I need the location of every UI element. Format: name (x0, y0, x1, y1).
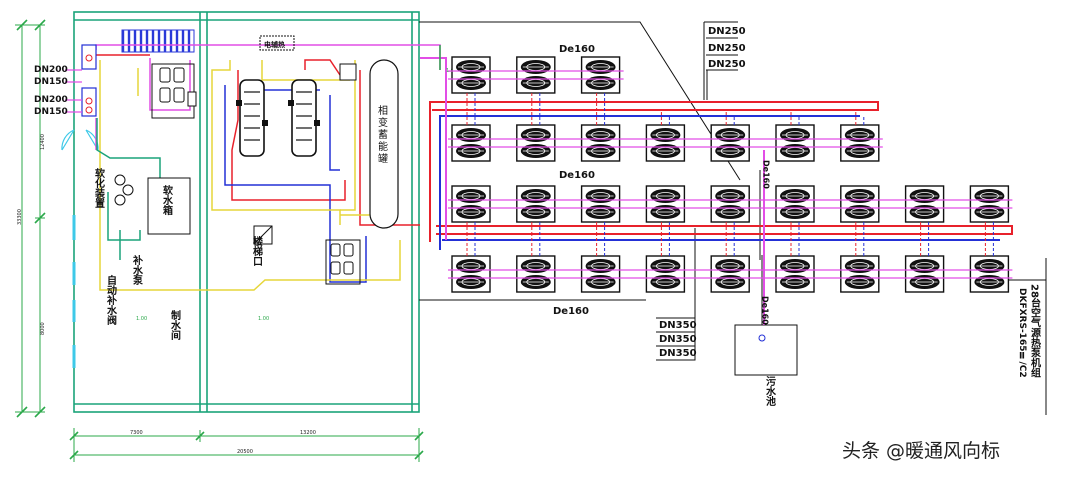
building-walls (73, 11, 420, 413)
pipe-label: DN350 (659, 348, 697, 359)
heat-pump-unit (840, 185, 880, 223)
heat-pump-unit (775, 255, 815, 293)
electric-heater-label: 电辅热 (264, 40, 285, 49)
pipe-label: DN350 (659, 334, 697, 345)
hatched-panel (121, 29, 195, 53)
heat-pump-unit (840, 255, 880, 293)
dim-text: 33300 (17, 209, 23, 225)
heat-pump-unit (645, 255, 686, 293)
heat-pump-unit (904, 255, 945, 293)
dimension-ticks (16, 19, 424, 460)
dn-label: DN200 (34, 65, 68, 75)
heat-pump-unit (580, 185, 621, 223)
pipe-label: De160 (762, 160, 771, 189)
softening-device-label: 软化装置 (93, 167, 106, 208)
elev-text: 1.00 (258, 316, 269, 322)
watermark-text: 头条 @暖通风向标 (842, 440, 1001, 462)
pump-skid-top (151, 63, 197, 119)
dn-label: DN150 (34, 107, 68, 117)
pipe-label: De160 (553, 306, 589, 317)
small-equipment (114, 35, 357, 245)
pipe-label: De160 (559, 170, 595, 181)
main-pipes (420, 57, 1013, 325)
elev-text: 1.00 (136, 316, 147, 322)
dim-text: 13200 (300, 430, 316, 436)
exchanger-right (291, 79, 317, 157)
sewage-pool-label: 污水池 (764, 375, 777, 407)
dim-text: 20500 (237, 449, 253, 455)
heat-pump-unit (580, 255, 621, 293)
heat-pump-unit (516, 124, 556, 162)
heat-pump-unit (645, 124, 686, 162)
heat-pump-unit (580, 124, 621, 162)
room-pipes (92, 44, 441, 291)
heat-pump-unit (516, 255, 556, 293)
heat-pump-unit (904, 185, 945, 223)
exchanger-left (239, 79, 265, 157)
sewage-inlet (758, 334, 766, 342)
pipe-size-labels: De160 De160 De160 De160 De160 DN250 DN25… (553, 26, 771, 359)
heat-exchangers (236, 79, 320, 157)
storage-tank-label: 相变蓄能罐 (376, 104, 388, 165)
heat-pump-unit (516, 185, 556, 223)
pipe-label: DN250 (708, 26, 746, 37)
heat-pump-unit (710, 185, 750, 223)
door-swing (61, 129, 99, 151)
outline-lines (419, 21, 1047, 415)
dn-label: DN150 (34, 77, 68, 87)
heat-pump-unit (451, 185, 491, 223)
pipe-label: DN250 (708, 43, 746, 54)
pipe-label: De160 (559, 44, 595, 55)
dn-labels: DN200 DN150 DN200 DN150 (34, 65, 68, 117)
dim-text: 12400 (40, 134, 46, 150)
storage-tank (369, 59, 399, 229)
heat-pump-unit (775, 185, 815, 223)
heat-pump-unit (451, 124, 491, 162)
pump-room-label: 制水间 (169, 309, 182, 341)
auto-makeup-valve-label: 自动补水阀 (105, 274, 118, 326)
heat-pump-unit (840, 124, 880, 162)
heat-pump-unit (451, 255, 491, 293)
manifold-top (81, 44, 97, 70)
heat-pump-unit (710, 124, 750, 162)
makeup-pump-label: 补水泵 (131, 254, 144, 286)
pipe-label: DN350 (659, 320, 697, 331)
soft-water-tank-label: 软水箱 (161, 184, 174, 216)
units-desc-label: 28台空气源热泵机组 (1029, 284, 1042, 378)
units-model-label: DKFXRS-165Ⅱ/C2 (1017, 288, 1027, 378)
pipe-label: DN250 (708, 59, 746, 70)
heat-pump-unit (645, 185, 686, 223)
heat-pump-unit (710, 255, 750, 293)
dimension-texts: 12400 33300 8000 7300 13200 20500 (17, 134, 316, 455)
pump-skid-bottom (325, 239, 361, 285)
heat-pump-array (448, 56, 1013, 293)
dn-label: DN200 (34, 95, 68, 105)
pipe-label: De160 (761, 296, 770, 325)
dimension-lines (15, 24, 420, 462)
heat-pump-unit (775, 124, 815, 162)
heat-pump-unit (969, 255, 1010, 293)
dn-manifold (65, 44, 97, 117)
room-labels: 电辅热 软水箱 软化装置 补水泵 自动补水阀 制水间 楼梯口 污水池 28台空气… (93, 40, 1042, 407)
dim-text: 8000 (40, 322, 46, 335)
heat-pump-unit (580, 56, 621, 94)
dim-text: 7300 (130, 430, 143, 436)
heat-pump-unit (451, 56, 491, 94)
heat-pump-unit (516, 56, 556, 94)
stair-exit-label: 楼梯口 (251, 235, 263, 266)
manifold-bottom (81, 87, 97, 117)
heat-pump-unit (969, 185, 1010, 223)
